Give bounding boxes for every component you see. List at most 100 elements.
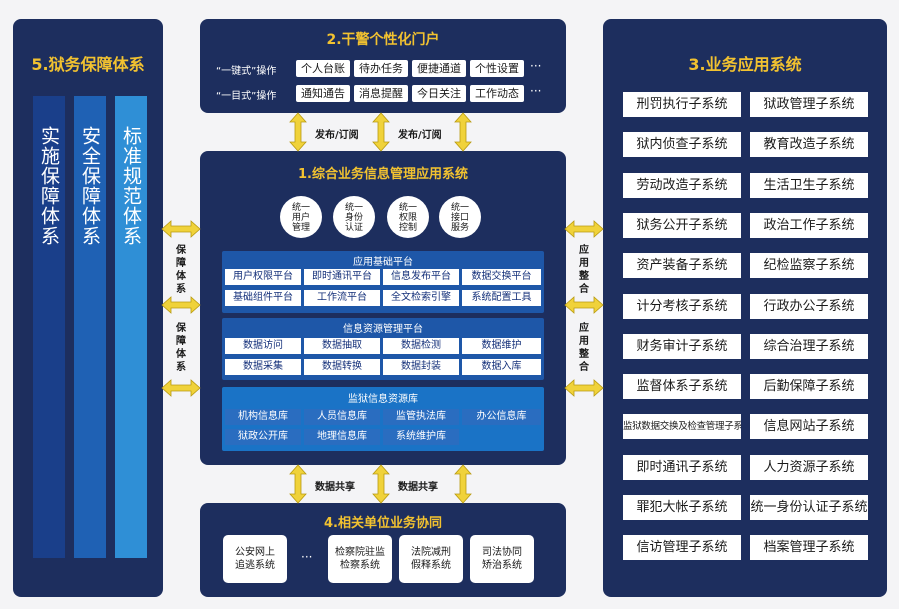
portal-item[interactable]: 便捷通道 xyxy=(412,60,466,77)
platform-item[interactable]: 即时通讯平台 xyxy=(304,269,380,285)
collab-system-card[interactable]: 法院减刑 假释系统 xyxy=(399,535,463,583)
db-item[interactable]: 系统维护库 xyxy=(383,429,459,445)
db-item[interactable]: 办公信息库 xyxy=(462,409,541,425)
circle-text: 统一 xyxy=(344,203,363,213)
subsystem-item[interactable]: 劳动改造子系统 xyxy=(623,172,741,198)
collab-system-card[interactable]: 司法协同 矫治系统 xyxy=(470,535,534,583)
more-ellipsis: ··· xyxy=(530,59,542,73)
publish-arrow xyxy=(289,112,307,152)
subsystem-item[interactable]: 信访管理子系统 xyxy=(623,535,741,561)
circle-text: 接口 xyxy=(450,213,469,223)
unified-permission-circle: 统一 权限 控制 xyxy=(387,196,429,238)
share-arrow xyxy=(454,464,472,504)
subsystem-item[interactable]: 档案管理子系统 xyxy=(750,535,868,561)
collab-system-card[interactable]: 公安网上 追逃系统 xyxy=(223,535,287,583)
resource-item[interactable]: 数据采集 xyxy=(225,359,301,375)
subsystem-item[interactable]: 统一身份认证子系统 xyxy=(750,495,868,520)
support-arrow xyxy=(161,220,201,238)
resource-item[interactable]: 数据抽取 xyxy=(304,338,380,354)
panel2-title: 2.干警个性化门户 xyxy=(326,32,440,48)
card-text: 司法协同 xyxy=(482,547,522,558)
resource-item[interactable]: 数据检测 xyxy=(383,338,459,354)
card-text: 矫治系统 xyxy=(482,560,522,571)
subsystem-item[interactable]: 即时通讯子系统 xyxy=(623,454,741,480)
subsystem-item[interactable]: 狱内侦查子系统 xyxy=(623,132,741,158)
subsystem-item[interactable]: 纪检监察子系统 xyxy=(750,253,868,279)
resource-item[interactable]: 数据封装 xyxy=(383,359,459,375)
platform-item[interactable]: 数据交换平台 xyxy=(462,269,541,285)
card-text: 公安网上 xyxy=(235,547,275,558)
db-item[interactable]: 地理信息库 xyxy=(304,429,380,445)
collab-system-card[interactable]: 检察院驻监 检察系统 xyxy=(328,535,392,583)
subsystem-item[interactable]: 刑罚执行子系统 xyxy=(623,92,741,117)
db-item[interactable]: 监管执法库 xyxy=(383,409,459,425)
pillar-implementation-label: 实施保障体系 xyxy=(38,126,60,246)
db-item[interactable]: 人员信息库 xyxy=(304,409,380,425)
circle-text: 管理 xyxy=(291,223,310,233)
subsystem-item[interactable]: 财务审计子系统 xyxy=(623,333,741,359)
subsystem-item[interactable]: 行政办公子系统 xyxy=(750,293,868,319)
integration-arrow xyxy=(564,220,604,238)
subsystem-item[interactable]: 信息网站子系统 xyxy=(750,414,868,440)
db-item[interactable]: 机构信息库 xyxy=(225,409,301,425)
resource-item[interactable]: 数据入库 xyxy=(462,359,541,375)
platform-item[interactable]: 用户权限平台 xyxy=(225,269,301,285)
platform-item[interactable]: 系统配置工具 xyxy=(462,290,541,306)
card-text: 法院减刑 xyxy=(411,547,451,558)
share-arrow xyxy=(289,464,307,504)
resource-management-platform: 信息资源管理平台 数据访问 数据抽取 数据检测 数据维护 数据采集 数据转换 数… xyxy=(222,318,544,380)
resource-item[interactable]: 数据转换 xyxy=(304,359,380,375)
subsystem-item[interactable]: 人力资源子系统 xyxy=(750,454,868,480)
circle-text: 权限 xyxy=(398,213,417,223)
portal-item[interactable]: 个人台账 xyxy=(296,60,350,77)
subsystem-item[interactable]: 狱务公开子系统 xyxy=(623,212,741,238)
platform-item[interactable]: 基础组件平台 xyxy=(225,290,301,306)
platform-title: 应用基础平台 xyxy=(353,257,413,268)
portal-item[interactable]: 消息提醒 xyxy=(354,85,408,102)
circle-text: 控制 xyxy=(398,223,417,233)
platform-item[interactable]: 工作流平台 xyxy=(304,290,380,306)
officer-portal-panel: 2.干警个性化门户 “一键式”操作 个人台账 待办任务 便捷通道 个性设置 ··… xyxy=(200,19,566,113)
subsystem-item[interactable]: 教育改造子系统 xyxy=(750,132,868,158)
portal-item[interactable]: 通知通告 xyxy=(296,85,350,102)
db-item[interactable]: 狱政公开库 xyxy=(225,429,301,445)
portal-item[interactable]: 待办任务 xyxy=(354,60,408,77)
portal-item[interactable]: 今日关注 xyxy=(412,85,466,102)
subsystem-item[interactable]: 后勤保障子系统 xyxy=(750,374,868,400)
app-base-platform: 应用基础平台 用户权限平台 即时通讯平台 信息发布平台 数据交换平台 基础组件平… xyxy=(222,251,544,313)
panel1-title: 1.综合业务信息管理应用系统 xyxy=(298,167,468,182)
card-text: 追逃系统 xyxy=(235,560,275,571)
panel3-title: 3.业务应用系统 xyxy=(688,55,802,74)
subsystem-item[interactable]: 生活卫生子系统 xyxy=(750,172,868,198)
publish-subscribe-label: 发布/订阅 xyxy=(315,130,359,141)
subsystem-item[interactable]: 监狱数据交换及检查管理子系统 xyxy=(623,414,741,440)
subsystem-item[interactable]: 罪犯大帐子系统 xyxy=(623,495,741,520)
circle-text: 服务 xyxy=(450,223,469,233)
circle-text: 认证 xyxy=(344,223,363,233)
subsystem-item[interactable]: 政治工作子系统 xyxy=(750,212,868,238)
subsystem-item[interactable]: 综合治理子系统 xyxy=(750,333,868,359)
resource-item[interactable]: 数据访问 xyxy=(225,338,301,354)
platform-item[interactable]: 信息发布平台 xyxy=(383,269,459,285)
pillar-standards-label: 标准规范体系 xyxy=(120,126,142,246)
unified-interface-circle: 统一 接口 服务 xyxy=(439,196,481,238)
support-system-label: 保障体系 xyxy=(176,245,186,295)
subsystem-item[interactable]: 狱政管理子系统 xyxy=(750,92,868,117)
panel4-title: 4.相关单位业务协同 xyxy=(324,516,442,531)
subsystem-item[interactable]: 资产装备子系统 xyxy=(623,253,741,279)
unit-collaboration-panel: 4.相关单位业务协同 公安网上 追逃系统 ··· 检察院驻监 检察系统 法院减刑… xyxy=(200,503,566,597)
app-integration-label: 应用整合 xyxy=(579,245,589,295)
circle-text: 统一 xyxy=(398,203,417,213)
pillar-security: 安全保障体系 xyxy=(74,96,106,558)
panel5-title: 5.狱务保障体系 xyxy=(31,55,145,74)
portal-item[interactable]: 工作动态 xyxy=(470,85,524,102)
card-text: 检察系统 xyxy=(340,560,380,571)
resource-item[interactable]: 数据维护 xyxy=(462,338,541,354)
more-ellipsis: ··· xyxy=(530,84,542,98)
subsystem-item[interactable]: 计分考核子系统 xyxy=(623,293,741,319)
resource-title: 信息资源管理平台 xyxy=(343,324,423,335)
platform-item[interactable]: 全文检索引擎 xyxy=(383,290,459,306)
portal-item[interactable]: 个性设置 xyxy=(470,60,524,77)
subsystem-item[interactable]: 监督体系子系统 xyxy=(623,374,741,400)
